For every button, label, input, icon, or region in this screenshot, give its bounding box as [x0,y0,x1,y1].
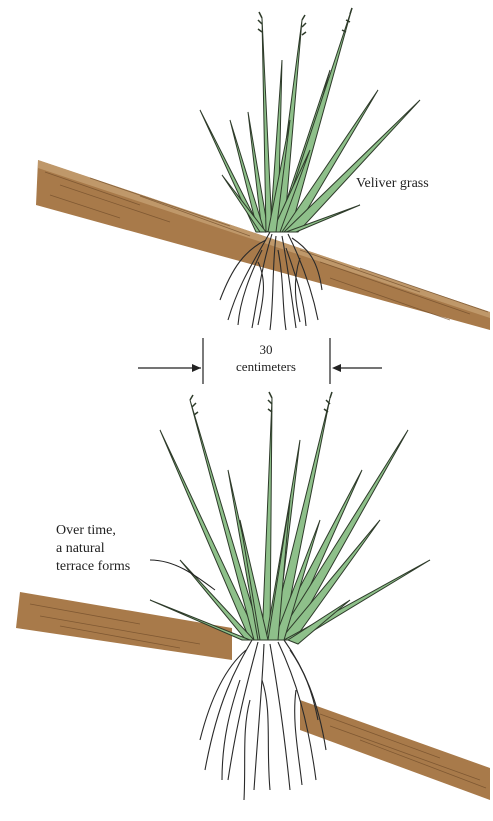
terrace-label: Over time, a natural terrace forms [56,522,130,576]
terrace-label-leader [150,560,215,590]
top-grass-seedheads [258,8,352,35]
top-grass-clump [200,8,420,232]
dimension-value: 30 [207,341,325,358]
bottom-grass-clump [150,398,430,644]
terrace-label-line-3: terrace forms [56,558,130,576]
bottom-grass-seedheads [190,392,332,415]
dimension-label: 30 centimeters [207,341,325,375]
terrace-label-line-1: Over time, [56,522,130,540]
veliver-grass-label: Veliver grass [356,176,429,192]
terrace-label-line-2: a natural [56,540,130,558]
dimension-unit: centimeters [207,358,325,375]
